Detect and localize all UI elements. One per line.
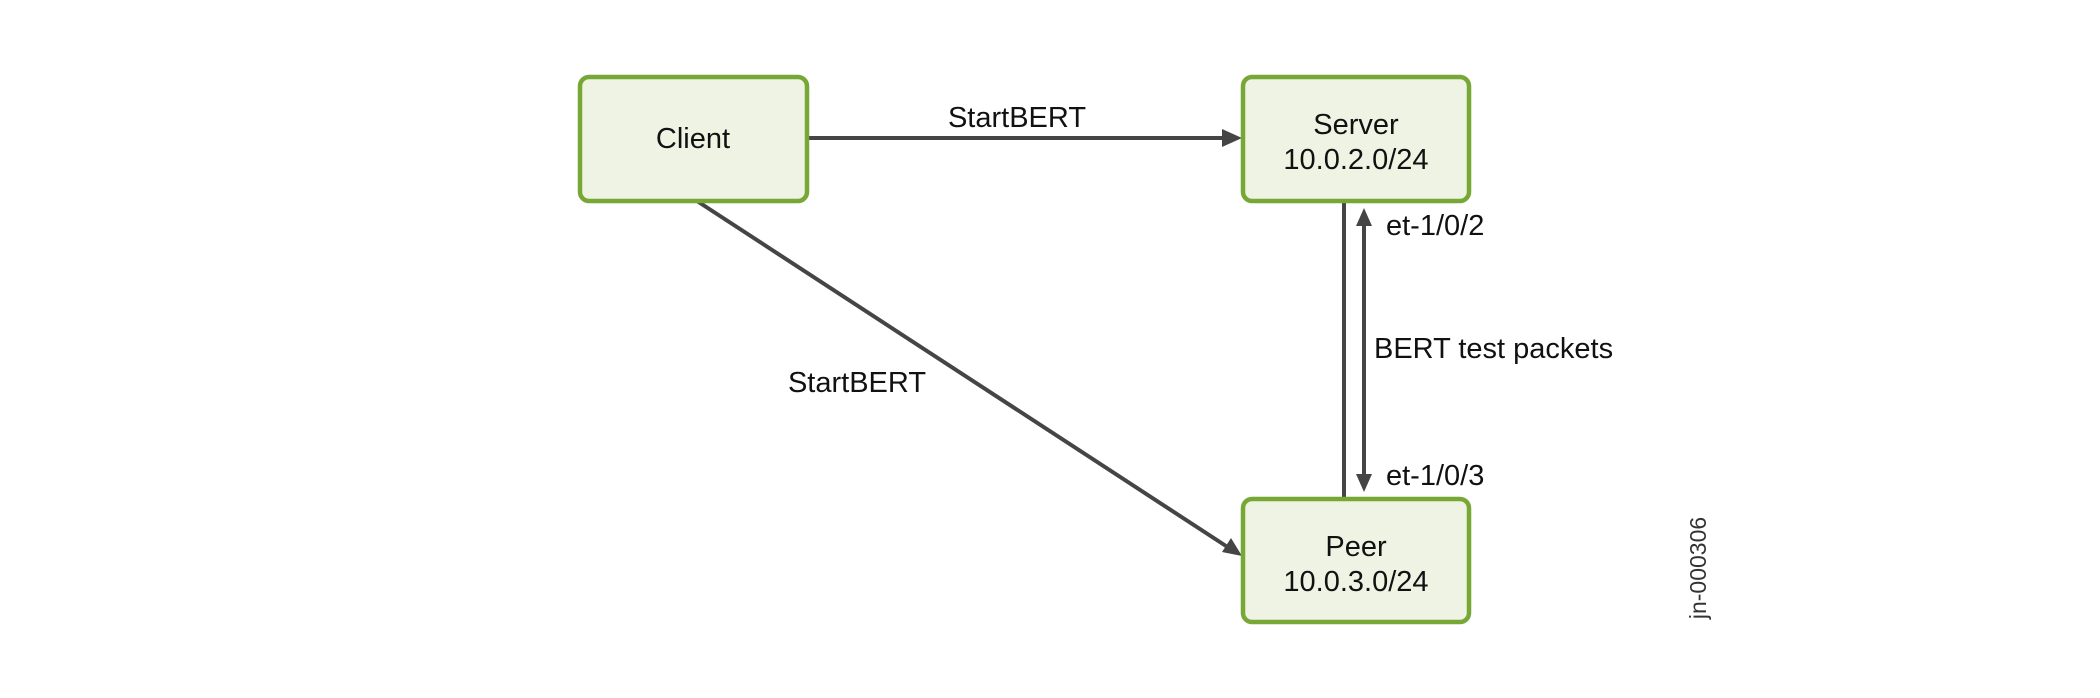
figure-id-label: jn-000306 <box>1685 517 1711 620</box>
server-node: Server 10.0.2.0/24 <box>1240 74 1472 204</box>
client-to-server-arrowhead <box>1222 129 1242 147</box>
peer-name-label: Peer <box>1325 531 1387 563</box>
client-to-peer-arrowhead <box>1222 538 1242 556</box>
server-port-label: et-1/0/2 <box>1386 210 1484 242</box>
client-box <box>577 74 810 204</box>
server-box <box>1240 74 1472 204</box>
peer-box <box>1240 496 1472 625</box>
client-node: Client <box>577 74 810 204</box>
client-label: Client <box>656 123 730 155</box>
bert-down-arrowhead <box>1356 474 1372 492</box>
server-subnet-label: 10.0.2.0/24 <box>1283 144 1428 176</box>
client-server-edge-label: StartBERT <box>948 102 1086 134</box>
links <box>695 129 1372 556</box>
peer-node: Peer 10.0.3.0/24 <box>1240 496 1472 625</box>
bert-test-packets-label: BERT test packets <box>1374 333 1613 365</box>
client-to-peer-link <box>695 199 1228 548</box>
bert-up-arrowhead <box>1356 208 1372 226</box>
peer-subnet-label: 10.0.3.0/24 <box>1283 566 1428 598</box>
peer-port-label: et-1/0/3 <box>1386 460 1484 492</box>
server-name-label: Server <box>1313 109 1399 141</box>
client-peer-edge-label: StartBERT <box>788 367 926 399</box>
